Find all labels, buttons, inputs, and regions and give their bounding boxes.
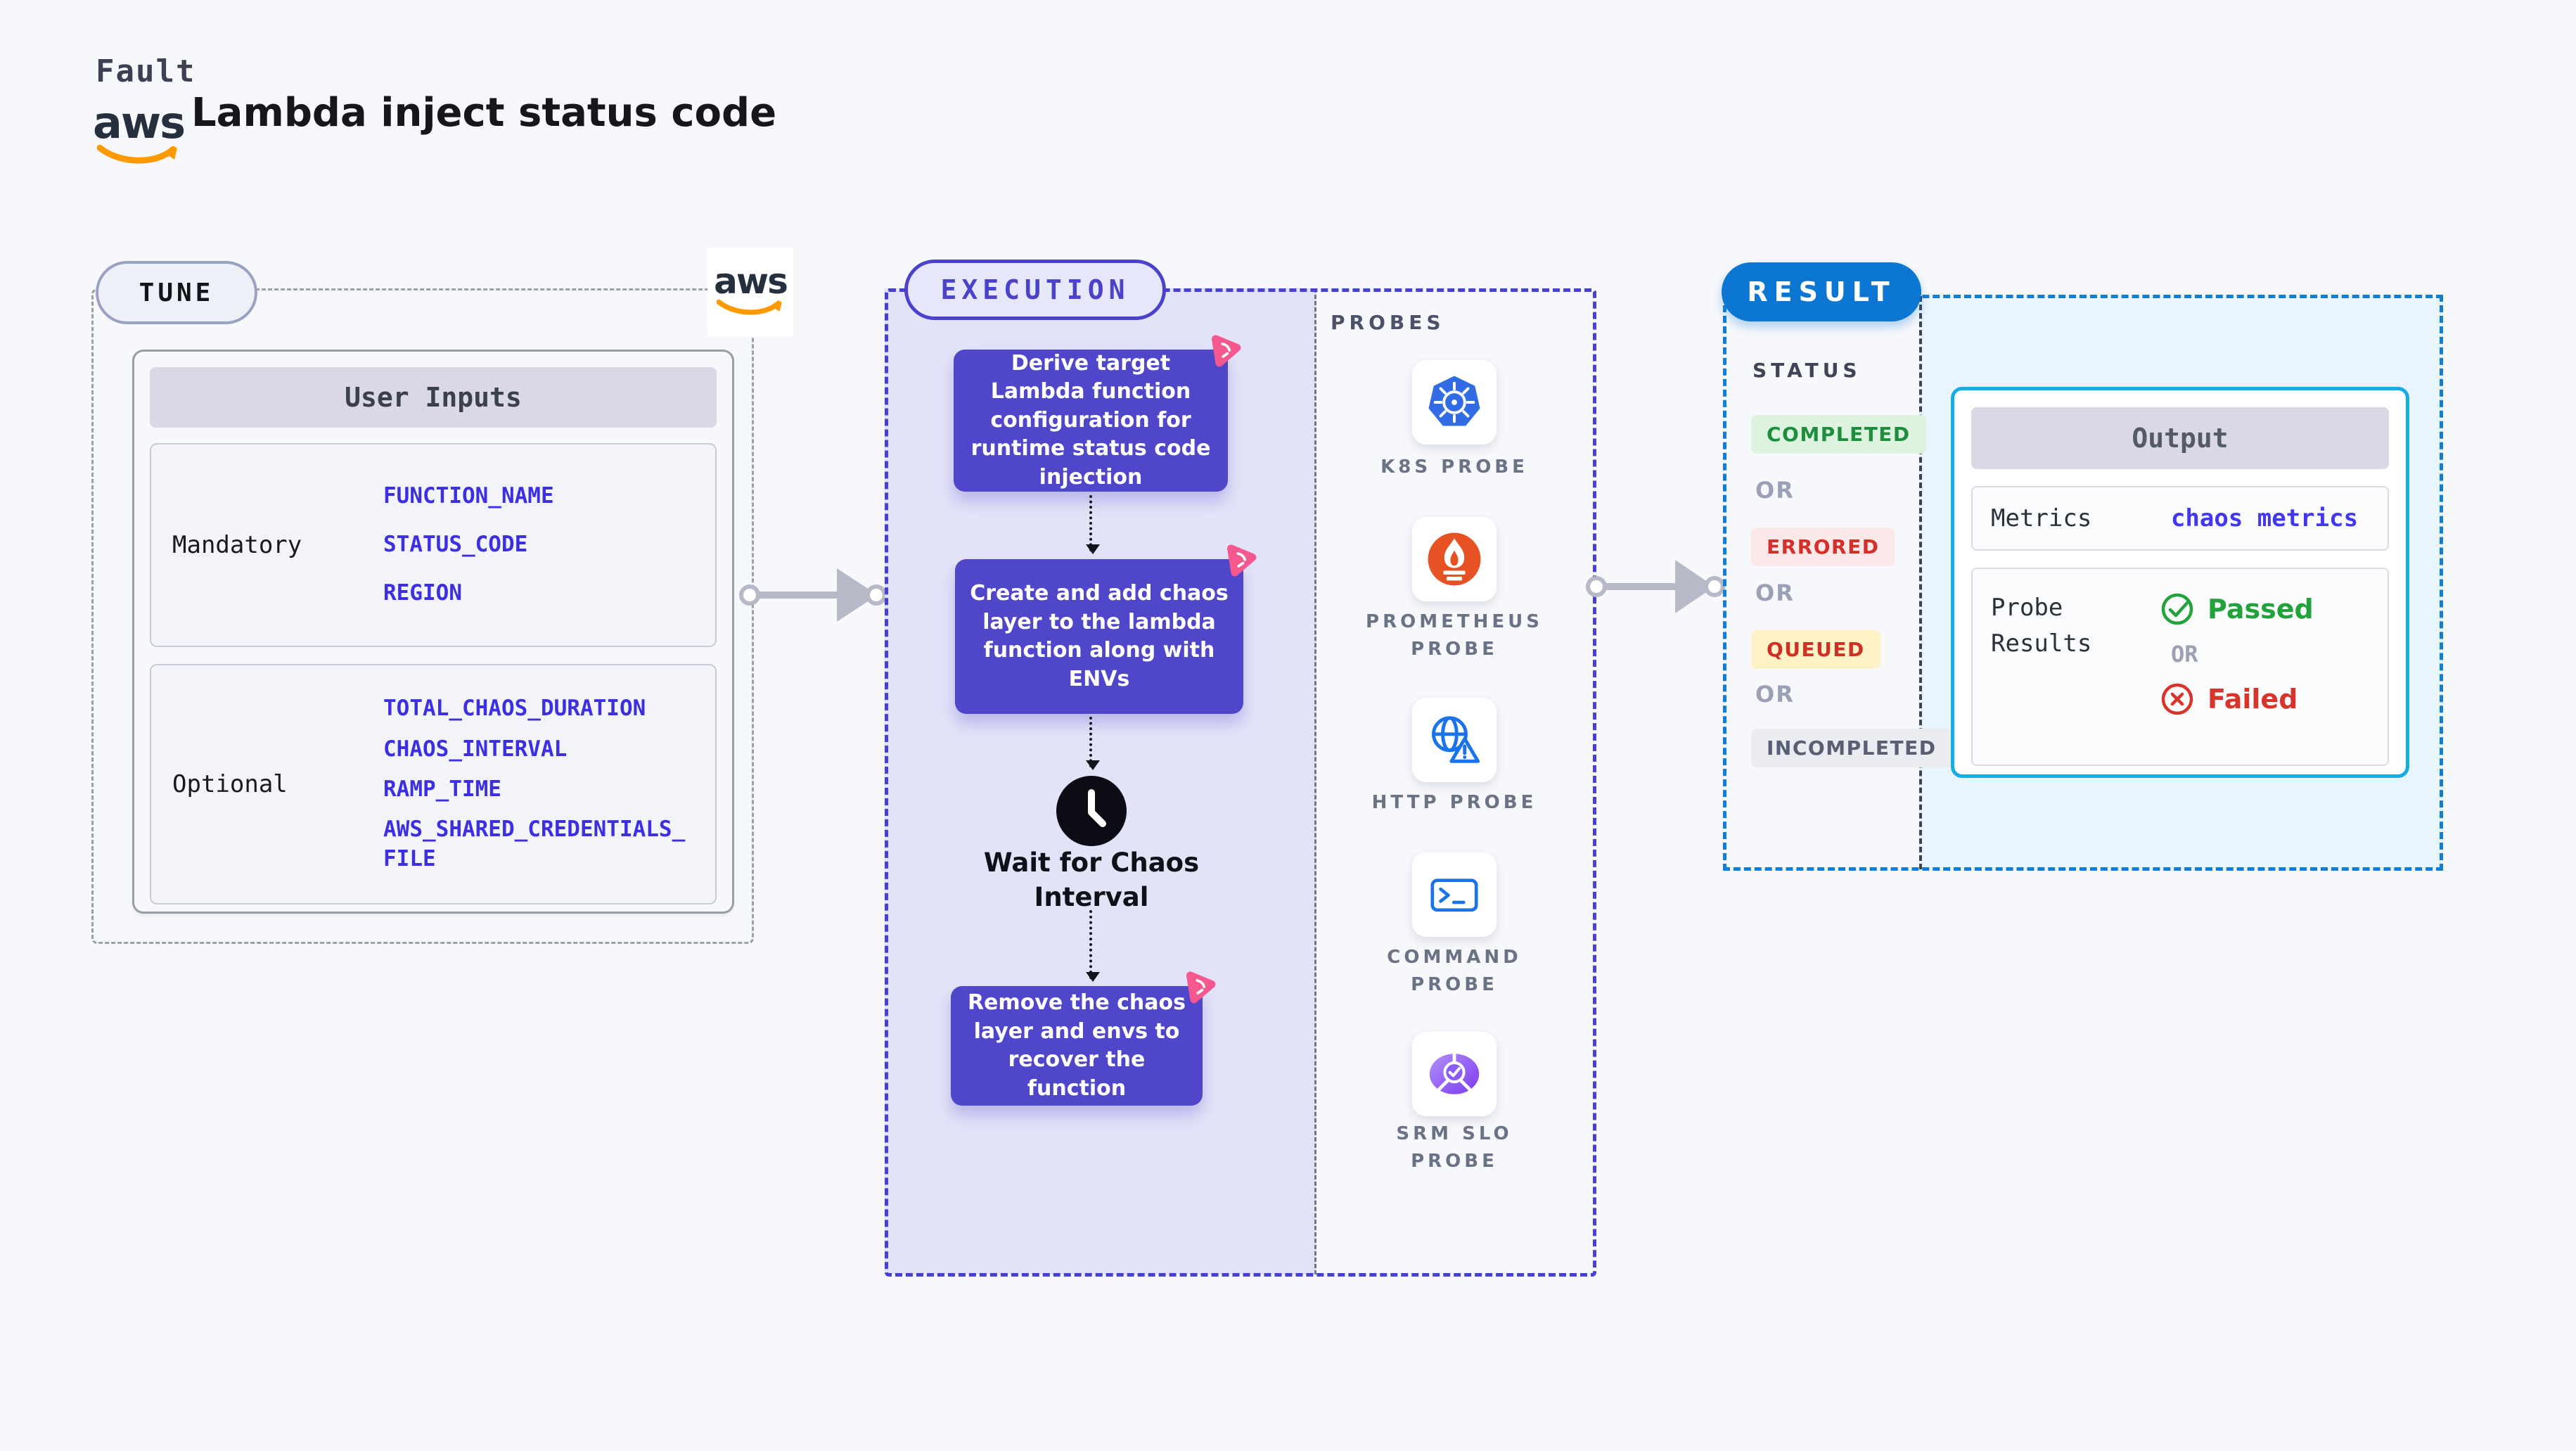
- status-badge-incompleted: INCOMPLETED: [1751, 729, 1952, 767]
- k8s-probe-card: [1412, 360, 1497, 445]
- tune-aws-badge: aws: [707, 248, 793, 336]
- step-derive-config-label: Derive target Lambda function configurat…: [970, 350, 1211, 490]
- probe-results-values: Passed OR Failed: [2160, 590, 2369, 743]
- or-separator: OR: [1755, 477, 1795, 504]
- param-region: REGION: [383, 580, 462, 606]
- kubernetes-icon: [1428, 376, 1480, 426]
- http-probe-card: [1412, 698, 1497, 782]
- metrics-value: chaos metrics: [2170, 504, 2359, 532]
- param-total-chaos-duration: TOTAL_CHAOS_DURATION: [383, 696, 646, 722]
- tune-to-execution-arrow-icon: [739, 568, 887, 622]
- passed-label: Passed: [2207, 594, 2314, 625]
- or-separator: OR: [1755, 580, 1795, 606]
- command-probe-label: COMMAND PROBE: [1387, 947, 1522, 995]
- output-title: Output: [1971, 407, 2389, 469]
- x-circle-icon: [2161, 683, 2193, 715]
- check-circle-icon: [2161, 593, 2193, 625]
- execution-pill: EXECUTION: [904, 260, 1166, 320]
- aws-logo-text: aws: [714, 261, 788, 302]
- result-divider: [1919, 296, 1922, 869]
- status-badge-queued: QUEUED: [1751, 630, 1880, 669]
- command-probe-card: [1412, 852, 1497, 937]
- step-remove-chaos-layer: Remove the chaos layer and envs to recov…: [951, 971, 1216, 1106]
- or-separator: OR: [2171, 641, 2198, 667]
- step-connector: [1086, 495, 1100, 554]
- passed-result: Passed: [2160, 592, 2314, 627]
- step-add-chaos-layer-label: Create and add chaos layer to the lambda…: [970, 581, 1229, 691]
- user-inputs-card: User Inputs Mandatory FUNCTION_NAME STAT…: [132, 350, 734, 914]
- execution-to-result-arrow-icon: [1586, 560, 1725, 613]
- chaos-fault-badge-icon: [1212, 335, 1241, 367]
- param-status-code: STATUS_CODE: [383, 532, 528, 558]
- step-derive-config: Derive target Lambda function configurat…: [954, 335, 1241, 492]
- step-connector: [1086, 717, 1100, 770]
- result-section-box: [1723, 295, 2443, 871]
- aws-logo: aws: [714, 261, 788, 319]
- mandatory-params-row: Mandatory FUNCTION_NAME STATUS_CODE REGI…: [150, 443, 717, 647]
- step-remove-chaos-layer-label: Remove the chaos layer and envs to recov…: [967, 990, 1186, 1101]
- srm-slo-probe-label: SRM SLO PROBE: [1396, 1123, 1513, 1172]
- fault-kicker: Fault: [96, 53, 196, 89]
- param-chaos-interval: CHAOS_INTERVAL: [383, 736, 568, 762]
- metrics-row: Metrics chaos metrics: [1971, 486, 2389, 551]
- optional-values: TOTAL_CHAOS_DURATION CHAOS_INTERVAL RAMP…: [383, 665, 715, 903]
- wait-clock-icon: [1055, 774, 1128, 848]
- param-ramp-time: RAMP_TIME: [383, 776, 501, 802]
- k8s-probe-label: K8S PROBE: [1380, 456, 1528, 478]
- chaos-fault-badge-icon: [1186, 971, 1216, 1004]
- aws-smile-icon: [716, 299, 782, 315]
- optional-label: Optional: [172, 770, 288, 798]
- http-probe-label: HTTP PROBE: [1371, 792, 1537, 813]
- status-badge-completed: COMPLETED: [1751, 415, 1926, 454]
- prometheus-icon: [1428, 532, 1481, 586]
- failed-label: Failed: [2207, 684, 2298, 715]
- step-add-chaos-layer: Create and add chaos layer to the lambda…: [955, 544, 1257, 714]
- step-connector: [1086, 910, 1100, 982]
- slo-pie-check-icon: [1429, 1052, 1480, 1094]
- or-separator: OR: [1755, 681, 1795, 708]
- status-badge-errored: ERRORED: [1751, 528, 1895, 566]
- user-inputs-title: User Inputs: [150, 367, 717, 428]
- terminal-icon: [1430, 878, 1478, 912]
- param-function-name: FUNCTION_NAME: [383, 483, 554, 509]
- prometheus-probe-card: [1412, 517, 1497, 601]
- probes-section-label: PROBES: [1331, 311, 1445, 334]
- mandatory-values: FUNCTION_NAME STATUS_CODE REGION: [383, 445, 715, 646]
- probe-results-label: Probe Results: [1991, 594, 2092, 658]
- wait-for-chaos-interval-label: Wait for Chaos Interval: [983, 848, 1200, 912]
- aws-logo: aws: [92, 97, 186, 168]
- execution-section-box: [885, 288, 1596, 1277]
- srm-slo-probe-card: [1412, 1032, 1497, 1116]
- prometheus-probe-label: PROMETHEUS PROBE: [1366, 611, 1543, 660]
- page-title: Lambda inject status code: [191, 90, 777, 136]
- param-aws-shared-credentials-file: AWS_SHARED_CREDENTIALS_FILE: [383, 816, 686, 871]
- tune-section-box: [91, 288, 754, 944]
- http-globe-warning-icon: [1432, 716, 1480, 763]
- metrics-label: Metrics: [1991, 504, 2092, 532]
- tune-pill: TUNE: [96, 261, 257, 324]
- mandatory-label: Mandatory: [172, 531, 302, 559]
- result-pill: RESULT: [1722, 262, 1921, 321]
- aws-logo-text: aws: [92, 97, 186, 148]
- aws-smile-icon: [97, 144, 178, 164]
- chaos-fault-badge-icon: [1227, 544, 1257, 577]
- probe-results-row: Probe Results Passed OR Failed: [1971, 568, 2389, 766]
- optional-params-row: Optional TOTAL_CHAOS_DURATION CHAOS_INTE…: [150, 664, 717, 905]
- output-card: Output Metrics chaos metrics Probe Resul…: [1951, 387, 2409, 778]
- failed-result: Failed: [2160, 682, 2298, 717]
- status-label: STATUS: [1752, 359, 1861, 382]
